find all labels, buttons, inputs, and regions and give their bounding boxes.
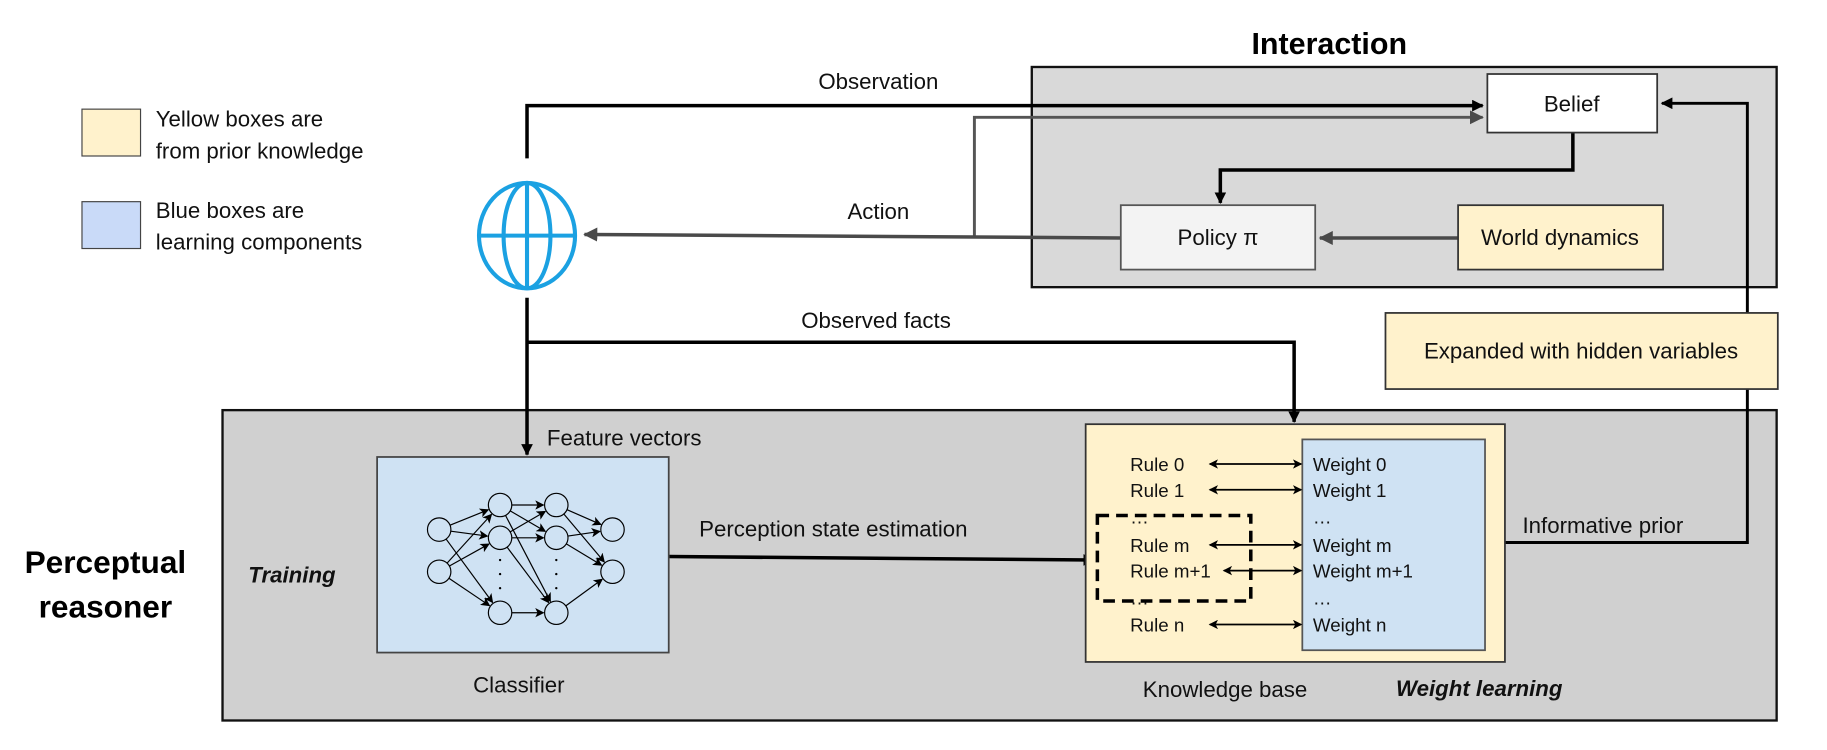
rule-weight-list: Rule 0 Weight 0 Rule 1 Weight 1 … … Rule m Weig… [1130, 454, 1413, 635]
action-arrow [583, 227, 1121, 242]
nn-ellipsis-dot [498, 586, 502, 590]
nn-edge [567, 527, 601, 538]
nn-edge [445, 538, 494, 604]
rule-label: Rule 0 [1130, 454, 1184, 475]
nn-edge [446, 513, 493, 564]
world-dynamics-box [1457, 204, 1664, 271]
world-dynamics-label: World dynamics [1481, 225, 1639, 250]
legend-yellow-line1: Yellow boxes are [156, 107, 323, 132]
weight-label: Weight n [1313, 614, 1387, 635]
observed-facts-label: Observed facts [801, 308, 951, 333]
feature-vectors-label: Feature vectors [547, 425, 702, 450]
rule-label: Rule n [1130, 614, 1184, 635]
weight-label: Weight m [1313, 535, 1392, 556]
nn-ellipsis-dot [555, 586, 558, 590]
legend-blue-swatch [81, 201, 142, 250]
expanded-label: Expanded with hidden variables [1424, 339, 1738, 364]
nn-node [426, 517, 452, 542]
perceptual-title-line1: Perceptual [25, 544, 187, 580]
nn-ellipsis-dot [555, 572, 558, 576]
observation-label: Observation [818, 69, 938, 94]
nn-node [600, 517, 625, 542]
globe-icon [476, 180, 578, 291]
legend-yellow-swatch [81, 108, 142, 157]
nn-node [600, 559, 625, 585]
classifier-box [376, 456, 670, 654]
nn-edge [509, 510, 547, 533]
knowledge-base-label: Knowledge base [1143, 677, 1308, 702]
rule-label: Rule 1 [1130, 480, 1184, 501]
nn-edge [449, 508, 490, 526]
weight-ellipsis: … [1313, 588, 1332, 609]
nn-edge [448, 577, 491, 607]
nn-edge [566, 509, 602, 526]
nn-edge [449, 543, 490, 567]
neural-network-icon [426, 492, 625, 626]
observed-facts-arrow [527, 340, 1300, 424]
weight-label: Weight m+1 [1313, 561, 1413, 582]
legend-blue-line2: learning components [156, 230, 363, 255]
nn-edge [565, 578, 604, 607]
nn-node [426, 559, 452, 585]
action-to-belief-arrow [972, 110, 1484, 236]
nn-edge [563, 513, 605, 563]
perception-arrow [668, 554, 1096, 566]
legend: Yellow boxes are from prior knowledge Bl… [81, 107, 364, 255]
nn-node [487, 600, 513, 626]
nn-edge [450, 530, 489, 540]
weight-label: Weight 0 [1313, 454, 1387, 475]
classifier-label: Classifier [473, 672, 565, 697]
belief-to-policy-arrow [1214, 132, 1575, 205]
weights-box [1301, 438, 1486, 652]
nn-edge [566, 543, 603, 566]
nn-node [487, 492, 513, 518]
rule-label: Rule m [1130, 535, 1189, 556]
observation-arrow [525, 99, 1484, 159]
interaction-title: Interaction [1251, 27, 1407, 61]
action-label: Action [847, 199, 909, 224]
nn-node [487, 525, 513, 551]
rule-label: Rule m+1 [1130, 561, 1211, 582]
nn-edge [506, 546, 550, 604]
weight-learning-label: Weight learning [1396, 676, 1563, 701]
nn-ellipsis-dot [555, 558, 558, 562]
nn-ellipsis-dot [498, 572, 502, 576]
perception-subset-dashed-box [1095, 513, 1253, 603]
perception-label: Perception state estimation [699, 517, 967, 542]
expanded-hidden-variables-box [1384, 312, 1779, 390]
informative-prior-label: Informative prior [1523, 513, 1684, 538]
nn-node [544, 492, 569, 518]
weight-label: Weight 1 [1313, 480, 1387, 501]
belief-label: Belief [1544, 91, 1600, 116]
legend-yellow-line2: from prior knowledge [156, 138, 364, 163]
nn-ellipsis-dot [498, 558, 502, 562]
policy-label: Policy π [1178, 225, 1259, 250]
weight-ellipsis: … [1313, 507, 1332, 528]
policy-box [1119, 204, 1317, 271]
nn-node [544, 525, 569, 551]
nn-node [544, 600, 569, 626]
legend-blue-line1: Blue boxes are [156, 198, 304, 223]
belief-box [1486, 73, 1659, 134]
training-label: Training [248, 562, 336, 587]
perceptual-title-line2: reasoner [39, 588, 173, 624]
rule-ellipsis: … [1130, 588, 1149, 609]
